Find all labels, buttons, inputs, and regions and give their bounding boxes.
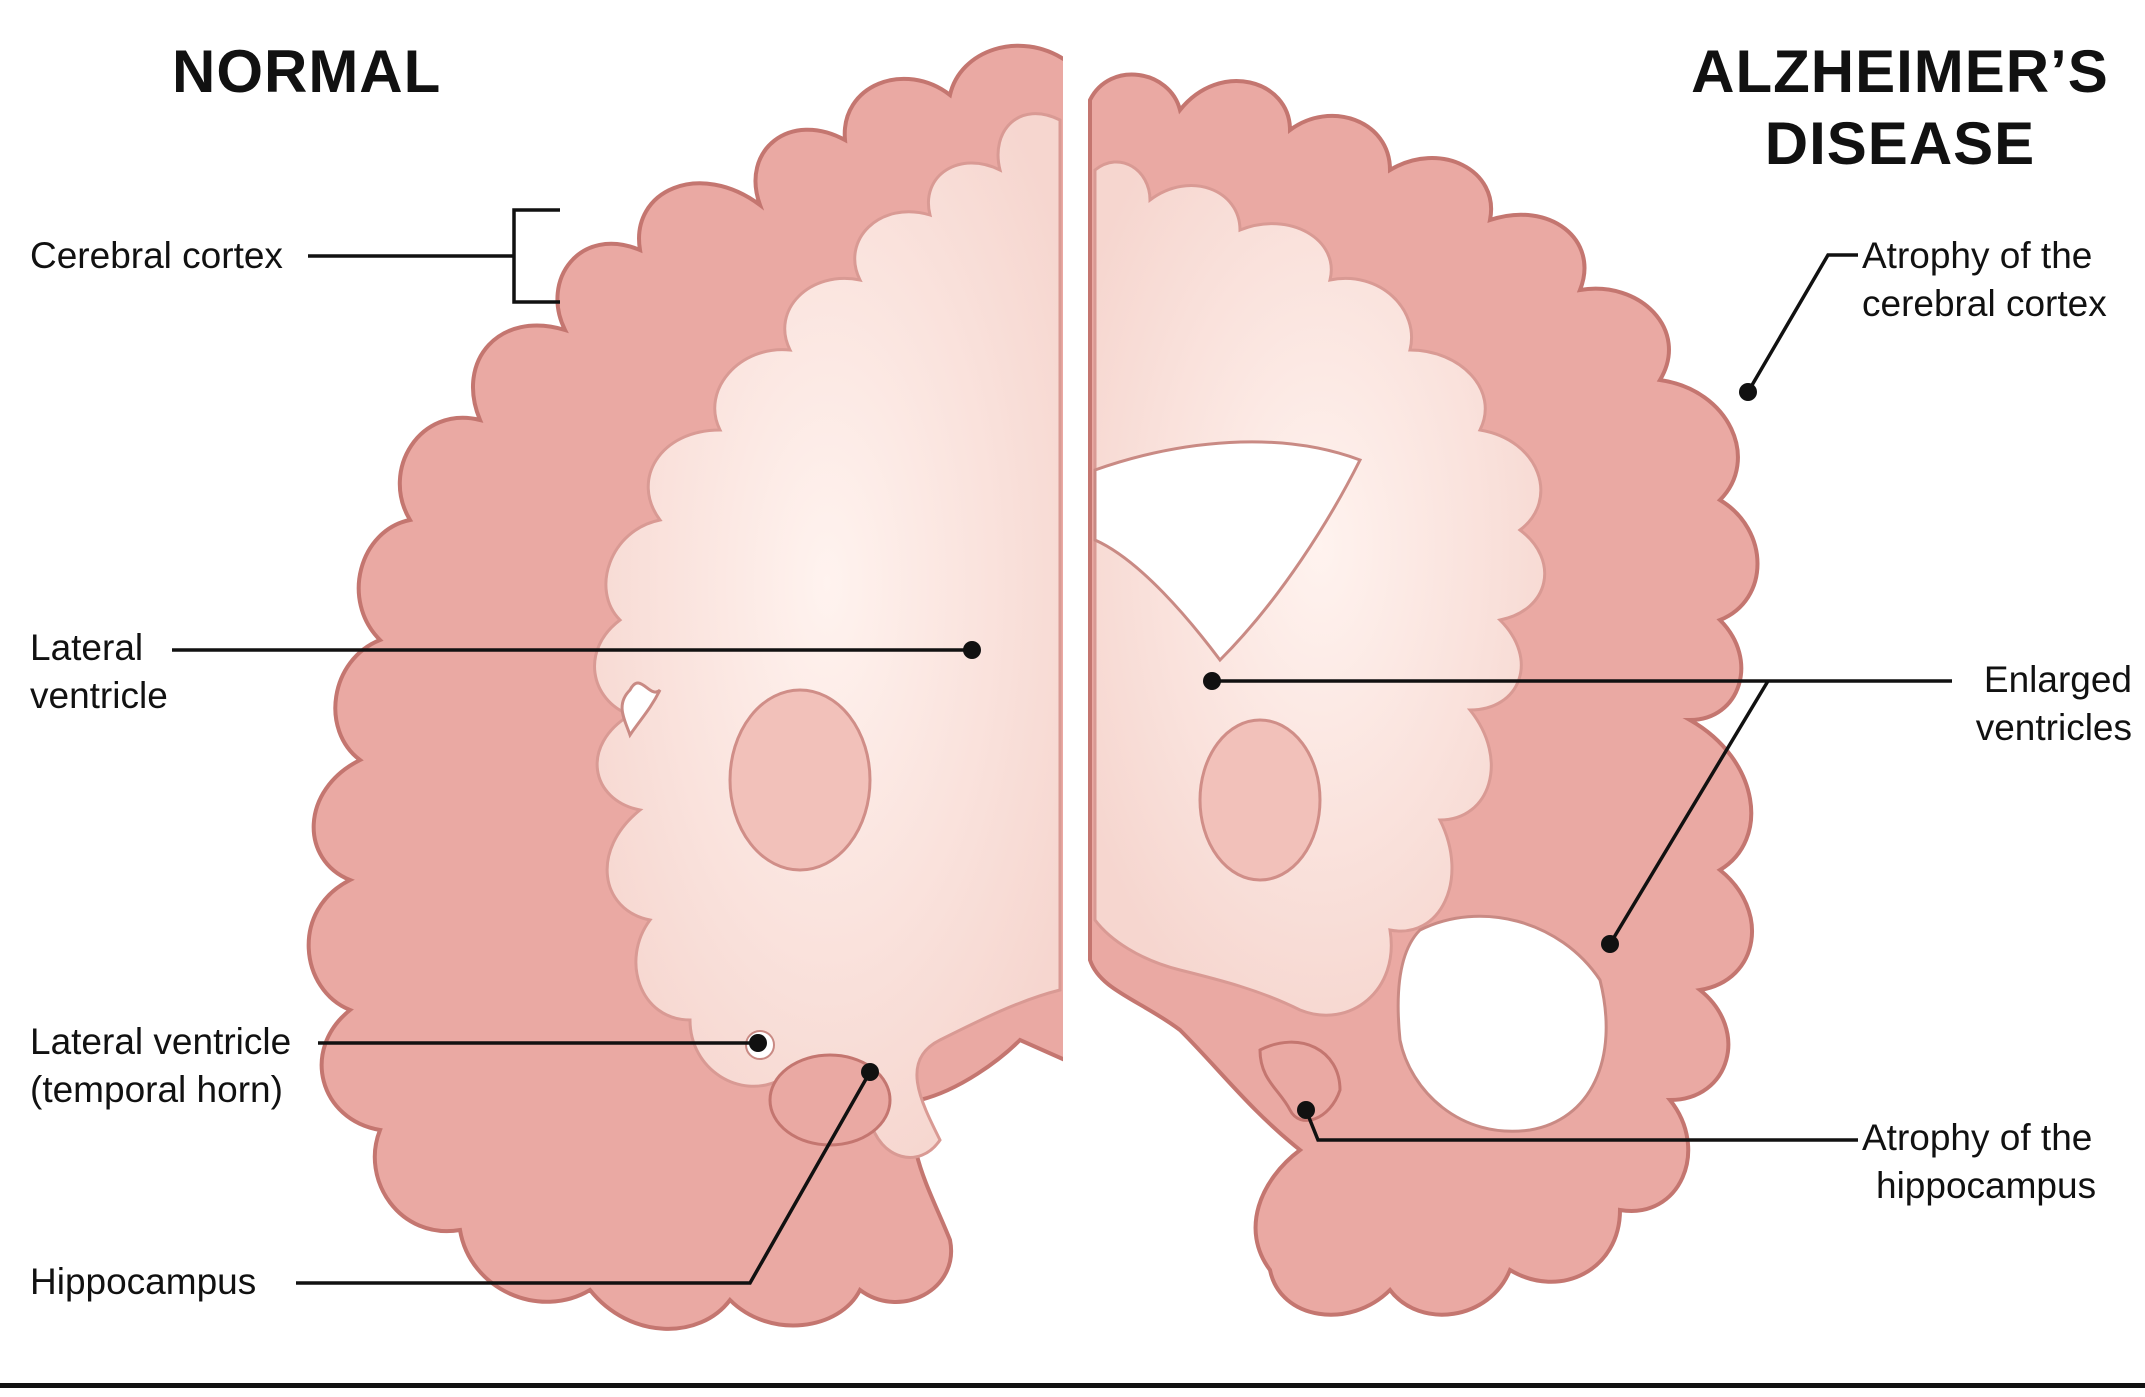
title-alzheimers: ALZHEIMER’S DISEASE [1690, 36, 2110, 180]
leader-atrophy-cortex [1746, 253, 1858, 393]
title-alzheimers-line1: ALZHEIMER’S [1691, 38, 2109, 105]
dot-enlarged-ventricles-lower [1601, 935, 1619, 953]
normal-hemisphere [306, 43, 1067, 1331]
label-lateral-ventricle: Lateral ventricle [30, 624, 168, 720]
alzheimers-enlarged-ventricle-upper [1093, 440, 1363, 663]
label-atrophy-hippo-line1: Atrophy of the [1862, 1117, 2093, 1158]
midline-gap [1063, 40, 1089, 1340]
normal-lateral-ventricle [620, 681, 662, 739]
dot-hippocampus [861, 1063, 879, 1081]
normal-basal-ganglia [728, 688, 872, 872]
label-atrophy-cortex: Atrophy of the cerebral cortex [1862, 232, 2107, 328]
dot-lateral-ventricle [963, 641, 981, 659]
leader-hippocampus [296, 1071, 872, 1285]
label-lateral-ventricle-line1: Lateral [30, 627, 144, 668]
leader-atrophy-hippocampus [1304, 1109, 1858, 1142]
leader-enlarged-ventricles-branch [1608, 680, 1770, 945]
title-alzheimers-line2: DISEASE [1764, 110, 2036, 177]
label-lateral-ventricle-line2: ventricle [30, 675, 168, 716]
label-enlarged-ventricles: Enlarged ventricles [1900, 656, 2132, 752]
label-enlarged-line2: ventricles [1975, 707, 2132, 748]
dot-enlarged-ventricles [1203, 672, 1221, 690]
label-temporal-horn-line1: Lateral ventricle [30, 1021, 292, 1062]
alzheimers-enlarged-ventricle-lower [1396, 914, 1608, 1133]
label-temporal-horn-line2: (temporal horn) [30, 1069, 283, 1110]
title-normal: NORMAL [172, 38, 442, 105]
alzheimers-hemisphere [1088, 72, 1760, 1317]
cortex-bracket [512, 208, 560, 304]
dot-atrophy-hippocampus [1297, 1101, 1315, 1119]
dot-atrophy-cortex [1739, 383, 1757, 401]
label-hippocampus: Hippocampus [30, 1258, 256, 1306]
label-atrophy-hippo-line2: hippocampus [1876, 1165, 2097, 1206]
alzheimers-hippocampus-shape [1258, 1040, 1342, 1122]
bottom-rule [0, 1383, 2145, 1388]
label-cerebral-cortex-text: Cerebral cortex [30, 235, 283, 276]
label-atrophy-hippocampus: Atrophy of the hippocampus [1862, 1114, 2096, 1210]
label-enlarged-line1: Enlarged [1983, 659, 2132, 700]
leader-lines [172, 208, 1952, 1285]
label-atrophy-cortex-line1: Atrophy of the [1862, 235, 2093, 276]
label-atrophy-cortex-line2: cerebral cortex [1862, 283, 2107, 324]
label-hippocampus-text: Hippocampus [30, 1261, 257, 1302]
label-temporal-horn: Lateral ventricle (temporal horn) [30, 1018, 291, 1114]
dot-temporal-horn [749, 1034, 767, 1052]
label-cerebral-cortex: Cerebral cortex [30, 232, 283, 280]
leader-dots [749, 383, 1757, 1119]
alzheimers-basal-ganglia [1198, 718, 1322, 882]
